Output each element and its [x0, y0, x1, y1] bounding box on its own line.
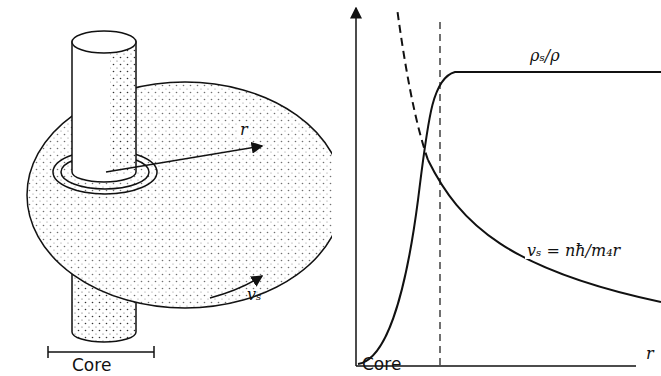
density-curve: [358, 72, 661, 364]
axis-label: r: [646, 346, 654, 362]
core-label: Core: [362, 356, 401, 373]
radius-label: r: [238, 122, 250, 138]
radius-arrow: [106, 146, 262, 172]
graph-axes: [356, 8, 636, 366]
density-label: ρₛ/ρ: [530, 48, 560, 64]
velocity-label: vₛ: [247, 287, 261, 303]
velocity-divergence: [397, 8, 428, 160]
core-radius-line: [439, 22, 440, 366]
velocity-curve: [428, 160, 661, 302]
core-label: Core: [72, 357, 111, 374]
velocity-formula: vₛ = nħ/m₄r: [525, 243, 622, 259]
core-cylinder: [72, 31, 136, 182]
